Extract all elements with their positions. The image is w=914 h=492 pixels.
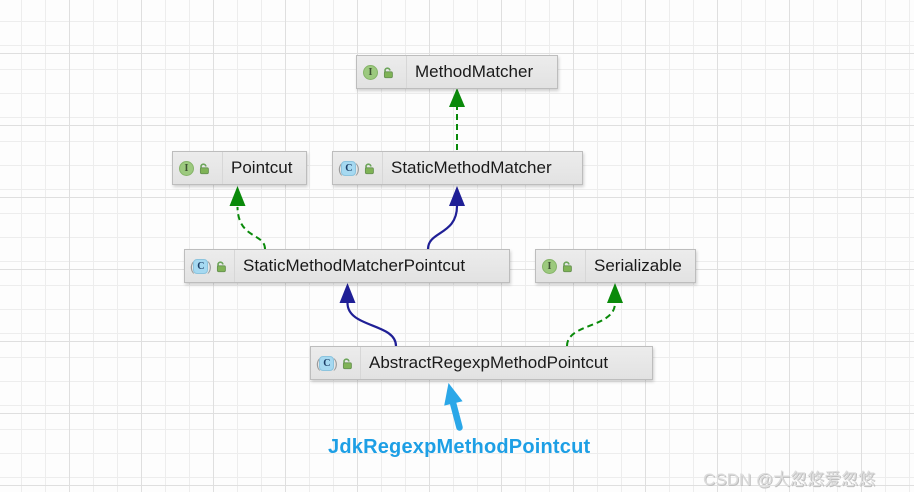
annotation-label: JdkRegexpMethodPointcut <box>328 436 591 458</box>
lock-icon <box>342 357 352 369</box>
edge-implements-staticmethodmatcher-methodmatcher <box>449 88 465 150</box>
edge-extends-abstractregexpmethodpointcut-staticmethodmatcherpointcut <box>339 283 398 347</box>
watermark: CSDN @大忽悠爱忽悠 <box>703 470 876 489</box>
node-icon-area: I <box>173 152 223 184</box>
edge-implements-abstractregexpmethodpointcut-serializable <box>566 283 623 347</box>
node-label: StaticMethodMatcherPointcut <box>243 256 466 275</box>
node-icon-area: ( C ) <box>185 250 235 282</box>
lock-icon <box>562 260 572 272</box>
class-node-method-matcher[interactable]: I MethodMatcher <box>356 55 558 89</box>
interface-icon: I <box>179 160 194 176</box>
node-label: StaticMethodMatcher <box>391 158 552 177</box>
class-node-static-method-matcher-pointcut[interactable]: ( C ) StaticMethodMatcherPointcut <box>184 249 510 283</box>
edge-implements-staticmethodmatcherpointcut-pointcut <box>229 186 266 250</box>
lock-icon <box>216 260 226 272</box>
class-node-serializable[interactable]: I Serializable <box>535 249 696 283</box>
node-label: MethodMatcher <box>415 62 534 81</box>
node-icon-area: ( C ) <box>311 347 361 379</box>
node-icon-area: ( C ) <box>333 152 383 184</box>
class-node-static-method-matcher[interactable]: ( C ) StaticMethodMatcher <box>332 151 583 185</box>
abstract-class-icon: ( C ) <box>316 355 338 371</box>
lock-icon <box>383 66 393 78</box>
annotation-arrow-icon <box>444 383 463 431</box>
abstract-class-icon: ( C ) <box>190 258 212 274</box>
abstract-class-icon: ( C ) <box>338 160 360 176</box>
node-icon-area: I <box>357 56 407 88</box>
edge-extends-staticmethodmatcherpointcut-staticmethodmatcher <box>426 186 465 250</box>
lock-icon <box>199 162 209 174</box>
class-node-abstract-regexp-method-pointcut[interactable]: ( C ) AbstractRegexpMethodPointcut <box>310 346 653 380</box>
node-label: Serializable <box>594 256 682 275</box>
lock-icon <box>364 162 374 174</box>
node-icon-area: I <box>536 250 586 282</box>
interface-icon: I <box>363 64 378 80</box>
interface-icon: I <box>542 258 557 274</box>
node-label: AbstractRegexpMethodPointcut <box>369 353 609 372</box>
class-node-pointcut[interactable]: I Pointcut <box>172 151 307 185</box>
node-label: Pointcut <box>231 158 293 177</box>
